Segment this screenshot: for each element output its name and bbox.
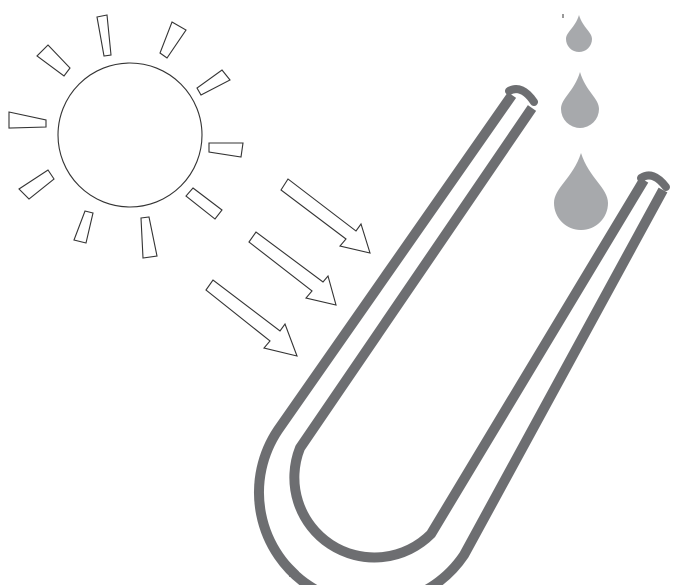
sun-icon	[9, 15, 243, 258]
sun-ray	[19, 170, 54, 199]
u-tube-icon	[259, 89, 666, 585]
water-drops	[554, 14, 608, 230]
tube-outer-wall	[259, 95, 663, 585]
sun-ray	[209, 143, 243, 157]
water-drop-icon	[554, 153, 608, 230]
arrow-icon	[206, 280, 297, 356]
water-drop-icon	[561, 72, 599, 128]
sun-ray	[74, 211, 93, 243]
sun-disc	[58, 63, 202, 207]
sun-ray	[160, 22, 186, 58]
arrow-icon	[281, 179, 370, 253]
sun-ray	[141, 217, 157, 258]
sun-ray	[9, 112, 46, 128]
sun-ray	[37, 45, 70, 76]
sun-ray	[186, 188, 222, 219]
sun-ray	[97, 15, 111, 56]
water-drop-icon	[566, 15, 592, 52]
sun-ray	[197, 70, 230, 95]
arrow-icon	[249, 232, 336, 305]
